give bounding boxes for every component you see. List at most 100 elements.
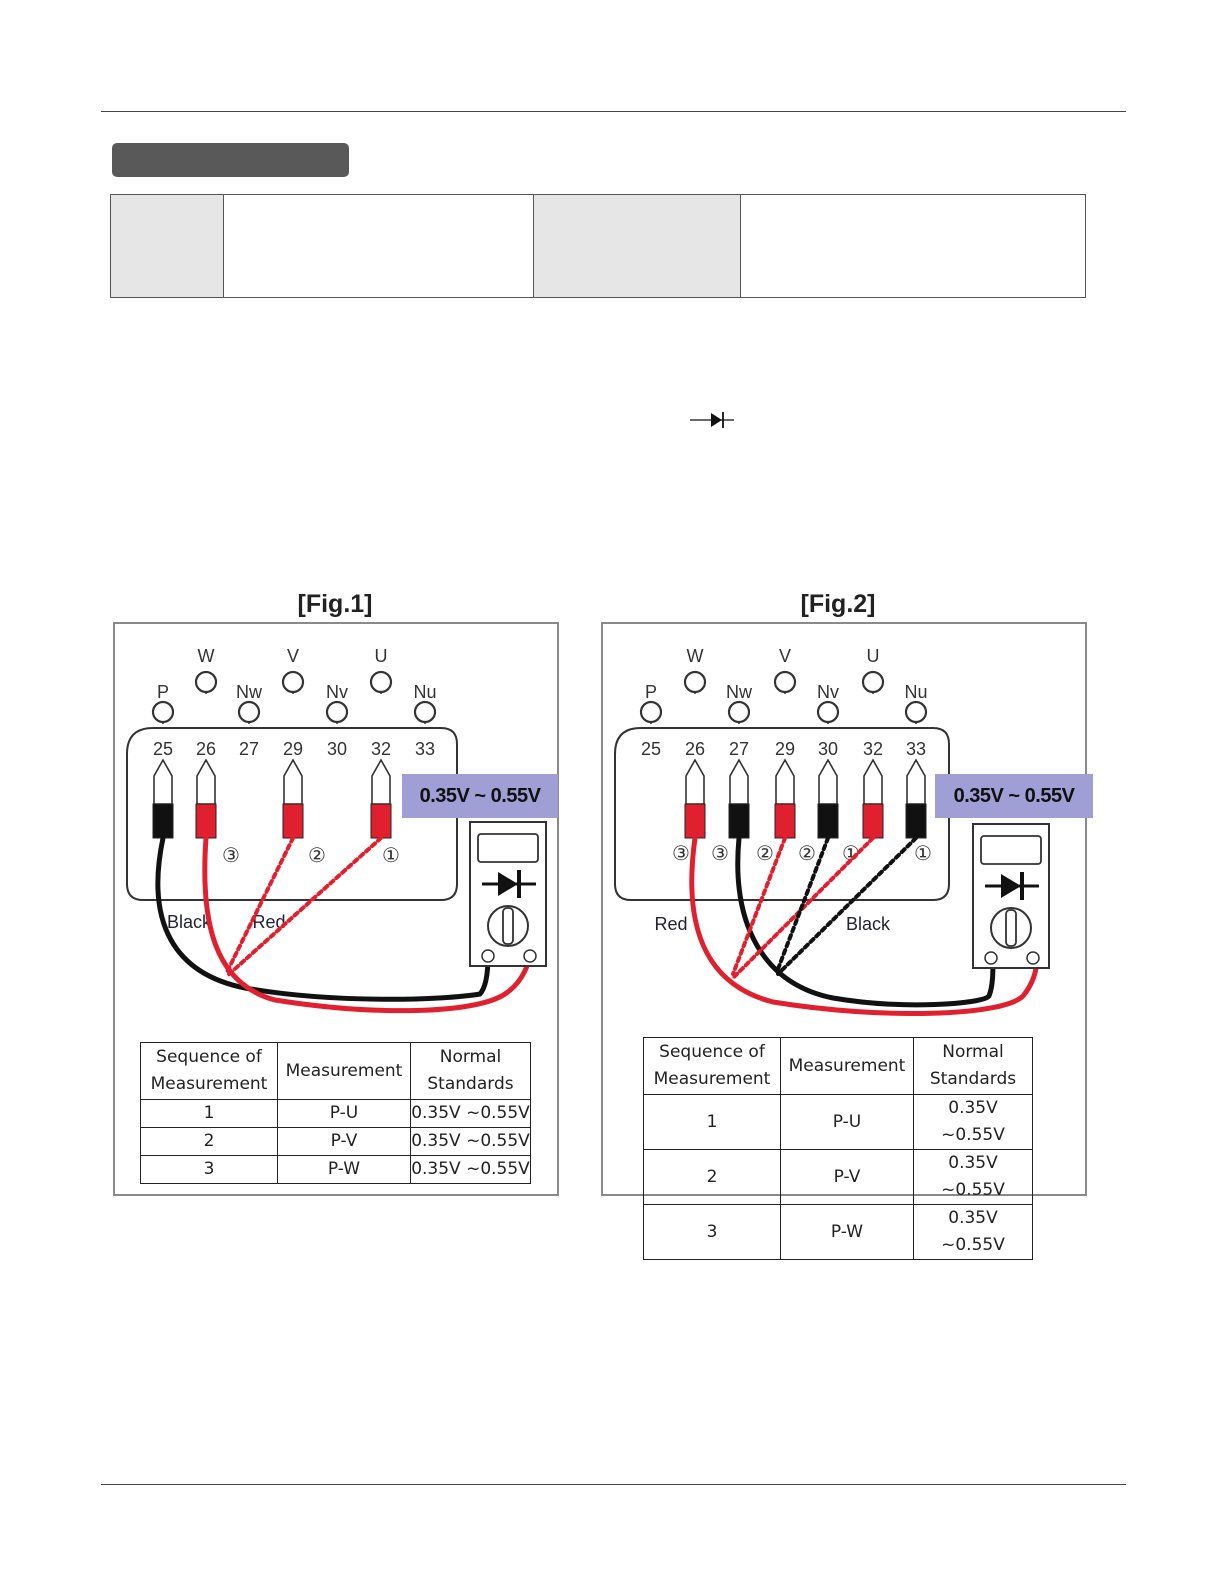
table-cell: P-U (780, 1094, 914, 1150)
sequence-mark: ② (756, 843, 774, 865)
pin-number: 29 (775, 739, 795, 759)
table-row: 2 P-V 0.35V ~0.55V (140, 1127, 531, 1156)
table-header: Normal Standards (410, 1042, 531, 1100)
terminal-label: V (779, 646, 791, 666)
terminal-label: Nw (726, 682, 753, 702)
table-cell: 1 (140, 1099, 278, 1128)
table-row: 3 P-W 0.35V ~0.55V (140, 1155, 531, 1184)
pin-number: 27 (239, 739, 259, 759)
sequence-mark: ① (914, 843, 932, 865)
pin-number: 32 (371, 739, 391, 759)
table-cell: 0.35V ~0.55V (410, 1155, 531, 1184)
meter-jack-com (984, 951, 998, 965)
terminal-label: Nv (326, 682, 348, 702)
table-row: 1 P-U 0.35V ~0.55V (643, 1094, 1033, 1150)
probe-clip (152, 803, 174, 839)
pin-number: 32 (863, 739, 883, 759)
probe-clip (862, 803, 884, 839)
info-cell-1 (110, 194, 224, 298)
terminal-label: U (375, 646, 388, 666)
test-lead (689, 835, 1040, 1016)
terminal-circle (325, 700, 349, 724)
table-cell: 3 (140, 1155, 278, 1184)
sequence-mark: ③ (672, 843, 690, 865)
terminal-label: P (645, 682, 657, 702)
table-cell: 0.35V ~0.55V (410, 1127, 531, 1156)
pin-number: 26 (685, 739, 705, 759)
terminal-circle (727, 700, 751, 724)
table-row: 1 P-U 0.35V ~0.55V (140, 1099, 531, 1128)
probe-clip (774, 803, 796, 839)
table-cell: 0.35V ~0.55V (913, 1094, 1033, 1150)
bottom-rule (101, 1484, 1126, 1485)
sequence-mark: ③ (222, 845, 240, 867)
top-rule (101, 111, 1126, 112)
terminal-label: W (687, 646, 704, 666)
table-header: Measurement (780, 1037, 914, 1095)
lead-label-black: Black (846, 914, 891, 934)
table-cell: 2 (643, 1149, 781, 1205)
table-cell: P-U (277, 1099, 411, 1128)
dotted-lead (225, 836, 383, 978)
info-cell-4 (740, 194, 1086, 298)
terminal-circle (773, 670, 797, 694)
probe-clip (684, 803, 706, 839)
sequence-mark: ② (798, 843, 816, 865)
dotted-lead (776, 836, 918, 976)
table-header: Sequence of Measurement (643, 1037, 781, 1095)
pin-number: 30 (327, 739, 347, 759)
terminal-circle (369, 670, 393, 694)
figure-2-title: [Fig.2] (800, 590, 876, 618)
terminal-label: V (287, 646, 299, 666)
pin-number: 25 (153, 739, 173, 759)
measurement-table: Sequence of Measurement Measurement Norm… (140, 1042, 531, 1184)
sequence-mark: ③ (711, 843, 729, 865)
probe-clip (905, 803, 927, 839)
terminal-circle (639, 700, 663, 724)
lead-label-red: Red (252, 912, 285, 932)
meter-display (980, 835, 1042, 865)
pin-number: 26 (196, 739, 216, 759)
info-table (110, 194, 1086, 298)
terminal-label: P (157, 682, 169, 702)
diode-icon (482, 870, 536, 898)
sequence-mark: ② (308, 845, 326, 867)
table-cell: 0.35V ~0.55V (913, 1204, 1033, 1260)
diode-icon (985, 872, 1039, 900)
terminal-circle (683, 670, 707, 694)
section-header-bar (112, 143, 349, 177)
terminal-label: W (198, 646, 215, 666)
table-cell: P-V (277, 1127, 411, 1156)
table-cell: 1 (643, 1094, 781, 1150)
terminal-circle (413, 700, 437, 724)
test-lead (155, 835, 491, 1002)
sequence-mark: ① (382, 845, 400, 867)
pin-number: 29 (283, 739, 303, 759)
dotted-lead (776, 836, 830, 971)
diode-icon-part (1001, 874, 1021, 898)
table-row: 3 P-W 0.35V ~0.55V (643, 1204, 1033, 1260)
table-cell: 0.35V ~0.55V (913, 1149, 1033, 1205)
table-header: Normal Standards (913, 1037, 1033, 1095)
terminal-circle (281, 670, 305, 694)
pin-number: 30 (818, 739, 838, 759)
range-badge: 0.35V ~ 0.55V (402, 774, 558, 818)
probe-clip (817, 803, 839, 839)
probe-clip (195, 803, 217, 839)
probe-clip (282, 803, 304, 839)
meter-display (477, 833, 539, 863)
pin-number: 33 (415, 739, 435, 759)
table-cell: P-V (780, 1149, 914, 1205)
meter-jack-v (1026, 951, 1040, 965)
table-cell: 3 (643, 1204, 781, 1260)
dotted-lead (731, 836, 787, 976)
table-cell: 0.35V ~0.55V (410, 1099, 531, 1128)
diode-icon (690, 412, 734, 428)
terminal-label: Nv (817, 682, 839, 702)
test-lead (202, 835, 533, 1014)
info-cell-3 (533, 194, 741, 298)
terminal-circle (904, 700, 928, 724)
